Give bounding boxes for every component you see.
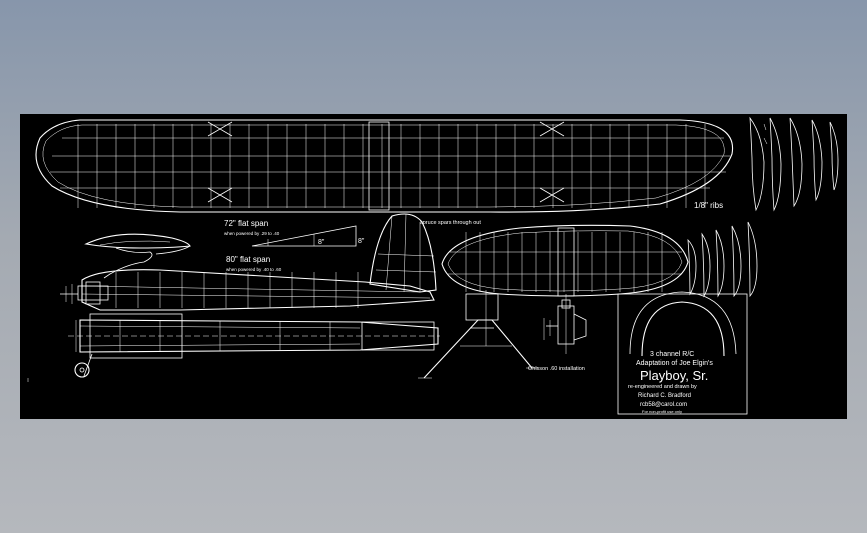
flat-span-80-label: 80" flat span (226, 255, 270, 264)
flat-span-72-label: 72" flat span (224, 219, 268, 228)
title-line-2: Adaptation of Joe Elgin's (636, 360, 713, 367)
plan-drawing-sheet[interactable]: 1/8" ribs 72" flat span when powered by … (20, 114, 847, 419)
author-name: Richard C. Bradford (638, 393, 691, 399)
plan-drawing-svg: 1/8" ribs 72" flat span when powered by … (27, 116, 839, 415)
flat-span-80-note: when powered by .40 to .60 (226, 267, 282, 272)
stabilizer-top-view (441, 224, 689, 297)
title-line-3: re-engineered and drawn by (628, 384, 697, 390)
dimension-notes: 72" flat span when powered by .29 to .40… (224, 219, 481, 272)
title-footer: For non-profit use only (642, 409, 682, 414)
dihedral-large-label: 8" (358, 238, 365, 245)
title-line-1: 3 channel R/C (650, 351, 694, 358)
landing-gear-detail (418, 290, 538, 379)
engine-installation-detail: Ohlsson .60 installation (528, 294, 587, 372)
fuselage-top-view (68, 313, 440, 378)
author-email: rcb58@carol.com (640, 402, 687, 408)
plan-title: Playboy, Sr. (640, 368, 708, 383)
flat-span-72-note: when powered by .29 to .40 (224, 231, 280, 236)
fuselage-formers-group (115, 272, 359, 308)
wing-rib-sections: 1/8" ribs (694, 116, 839, 212)
wing-top-view (35, 119, 734, 213)
spruce-spars-note: spruce spars through out (420, 220, 481, 226)
wing-ribs-label: 1/8" ribs (694, 201, 723, 210)
dihedral-small-label: 8" (318, 239, 325, 246)
wing-ribs-group (77, 124, 706, 208)
title-block: 3 channel R/C Adaptation of Joe Elgin's … (617, 291, 748, 415)
fuselage-side-view (60, 213, 437, 311)
engine-install-note: Ohlsson .60 installation (528, 366, 585, 372)
stabilizer-ribs-group (465, 232, 663, 292)
stabilizer-rib-sections (687, 221, 758, 298)
